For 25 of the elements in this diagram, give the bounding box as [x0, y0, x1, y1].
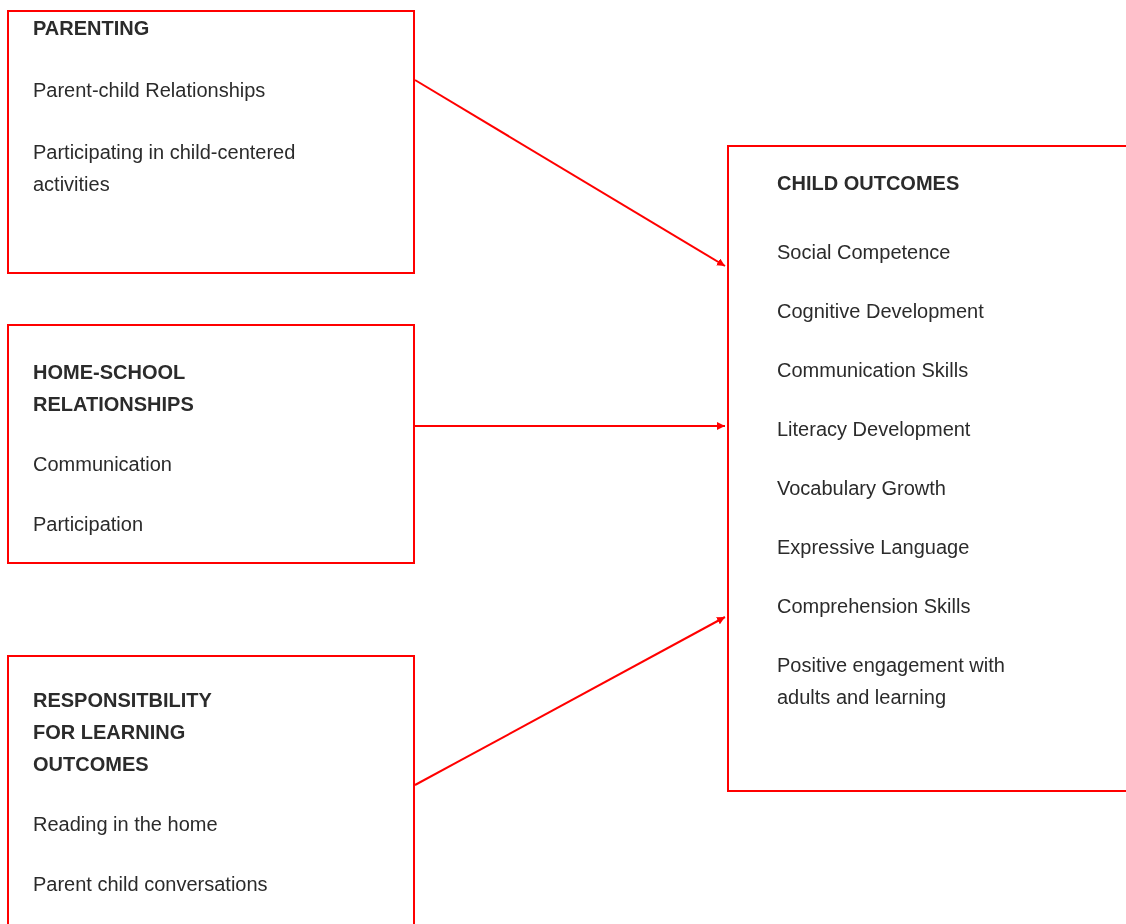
category-box	[7, 324, 415, 564]
box-heading: RESPONSITBILITY FOR LEARNING OUTCOMES	[33, 688, 213, 777]
list-item: Social Competence	[777, 240, 951, 265]
list-item: Cognitive Development	[777, 299, 984, 324]
box-heading: PARENTING	[33, 16, 150, 41]
arrow	[414, 422, 726, 430]
box-heading: CHILD OUTCOMES	[777, 171, 960, 196]
list-item: Literacy Development	[777, 417, 971, 442]
list-item: Parent child conversations	[33, 872, 268, 897]
list-item: Participation	[33, 512, 144, 537]
list-item: Positive engagement with adults and learning	[777, 653, 1006, 710]
category-box	[727, 145, 1126, 792]
list-item: Reading in the home	[33, 812, 218, 837]
list-item: Participating in child-centered activities	[33, 140, 297, 197]
list-item: Expressive Language	[777, 535, 970, 560]
list-item: Communication Skills	[777, 358, 969, 383]
box-heading: HOME-SCHOOL RELATIONSHIPS	[33, 360, 195, 417]
list-item: Vocabulary Growth	[777, 476, 946, 501]
list-item: Comprehension Skills	[777, 594, 971, 619]
category-box	[7, 10, 415, 274]
arrow	[414, 616, 726, 786]
list-item: Parent-child Relationships	[33, 78, 266, 103]
arrow	[414, 79, 726, 267]
list-item: Communication	[33, 452, 172, 477]
category-box	[7, 655, 415, 924]
